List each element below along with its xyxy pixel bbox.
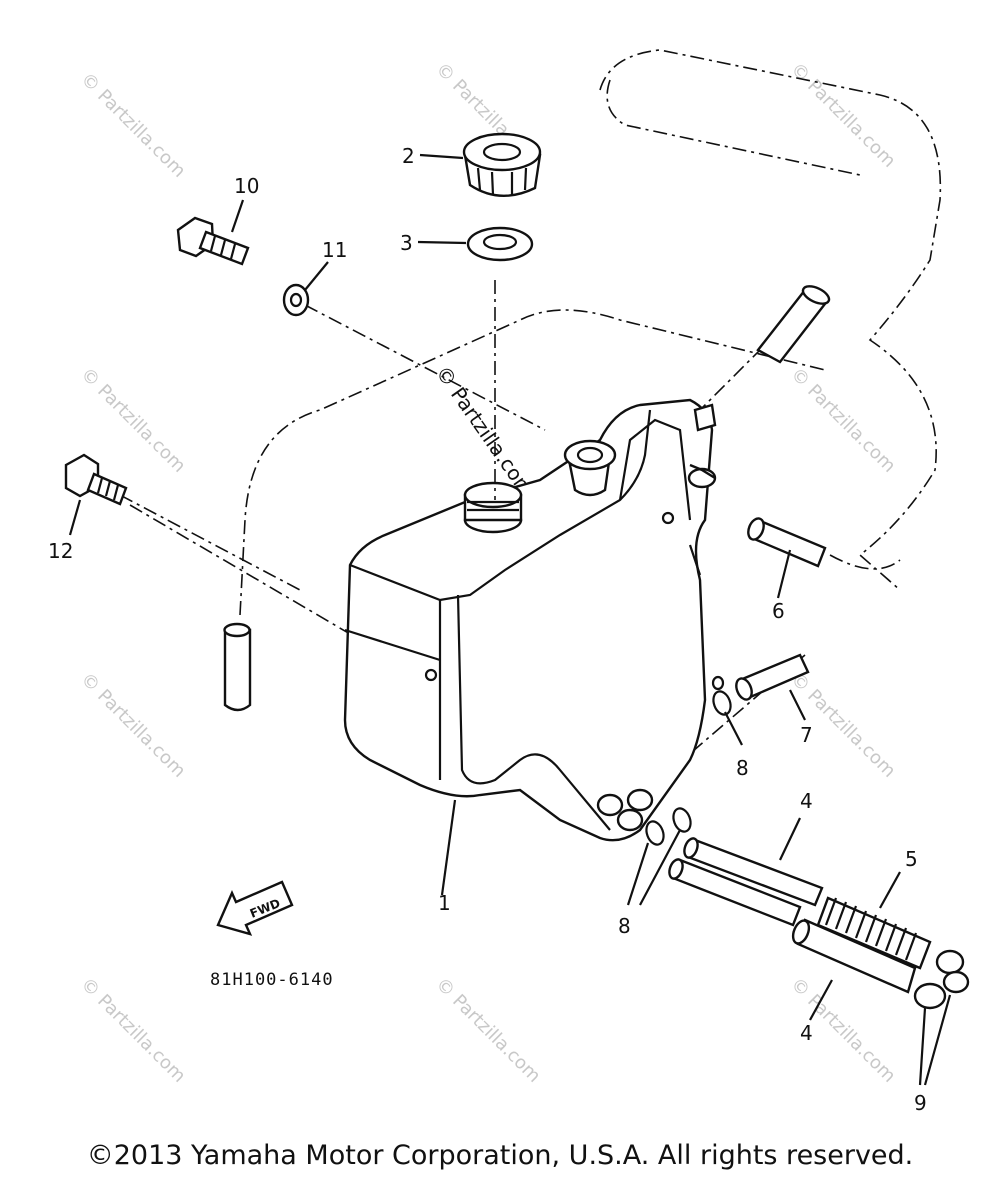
- clamps-9: [913, 949, 970, 1010]
- leader-lines: [68, 153, 952, 1086]
- hose-7: [735, 653, 810, 701]
- callout-12: 12: [48, 539, 73, 563]
- oil-tank: [343, 398, 717, 842]
- hose-upper-right: [756, 285, 831, 364]
- callout-4b: 4: [800, 1021, 813, 1045]
- washer-11: [282, 283, 310, 317]
- fwd-arrow: FWD: [216, 880, 294, 936]
- callout-8b: 8: [618, 914, 631, 938]
- hoses-4: [668, 837, 917, 994]
- callout-8a: 8: [736, 756, 749, 780]
- watermark-center: © Partzilla.com: [431, 361, 539, 501]
- copyright-notice: ©2013 Yamaha Motor Corporation, U.S.A. A…: [86, 1140, 914, 1171]
- callout-5: 5: [905, 847, 918, 871]
- callout-1: 1: [438, 891, 451, 915]
- hose-6: [747, 517, 827, 568]
- callout-labels: 1 2 3 4 4 5 6 7 8 8 9 10 11 12: [48, 144, 927, 1115]
- bolt-12: [64, 453, 128, 506]
- callout-6: 6: [772, 599, 785, 623]
- callout-3: 3: [400, 231, 413, 255]
- watermark: © Partzilla.com: [786, 59, 899, 172]
- callout-4a: 4: [800, 789, 813, 813]
- spring-5: [816, 896, 932, 970]
- gasket: [466, 226, 534, 500]
- watermark: © Partzilla.com: [76, 69, 189, 182]
- callout-7: 7: [800, 723, 813, 747]
- hose-left: [223, 622, 252, 712]
- hose-routing-lines: [119, 49, 942, 816]
- watermark: © Partzilla.com: [76, 974, 189, 1087]
- watermark: © Partzilla.com: [76, 669, 189, 782]
- callout-9: 9: [914, 1091, 927, 1115]
- watermark: © Partzilla.com: [786, 364, 899, 477]
- bolt-10: [176, 216, 250, 266]
- clips-8: [645, 675, 732, 846]
- watermark: © Partzilla.com: [431, 974, 544, 1087]
- callout-10: 10: [234, 174, 259, 198]
- callout-11: 11: [322, 238, 347, 262]
- tank-cap: [462, 132, 542, 198]
- callout-2: 2: [402, 144, 415, 168]
- diagram-code: 81H100-6140: [210, 970, 334, 990]
